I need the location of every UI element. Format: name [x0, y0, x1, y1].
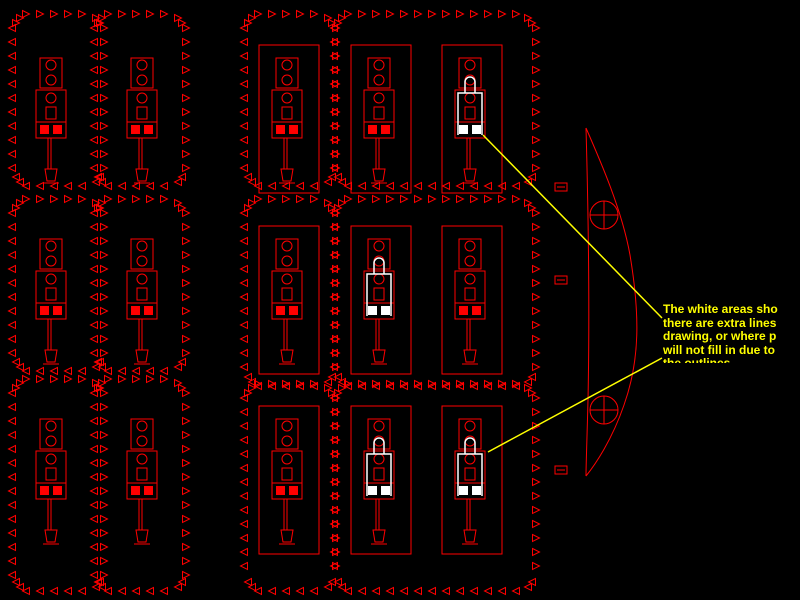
- unit-r1-c3[interactable]: [350, 225, 412, 375]
- unit-r2-c4[interactable]: [441, 405, 503, 555]
- unit-r0-c2[interactable]: [258, 44, 320, 194]
- arch-right-curve: [585, 127, 638, 477]
- zone-outline: [89, 194, 191, 376]
- crosshair-circle-icon: [589, 200, 619, 230]
- curved-arch-outline: [554, 127, 638, 477]
- unit-r2-c1[interactable]: [126, 418, 158, 545]
- zone-outline: [329, 194, 541, 391]
- small-marker-icon: [554, 465, 568, 475]
- zone-outline: [239, 9, 341, 191]
- unit-r2-c0[interactable]: [35, 418, 67, 545]
- unit-r1-c0[interactable]: [35, 238, 67, 365]
- unit-r1-c2[interactable]: [258, 225, 320, 375]
- unit-r2-c2[interactable]: [258, 405, 320, 555]
- unit-r0-c4[interactable]: [441, 44, 503, 194]
- leader-line-upper: [482, 134, 663, 319]
- zone-outline: [329, 379, 541, 596]
- unit-r2-c3[interactable]: [350, 405, 412, 555]
- small-marker-icon: [554, 182, 568, 192]
- crosshair-circle-icon: [589, 395, 619, 425]
- unit-r1-c4[interactable]: [441, 225, 503, 375]
- zone-outline: [239, 194, 341, 391]
- annotation-leaders: [482, 134, 663, 453]
- unit-r0-c3[interactable]: [350, 44, 412, 194]
- zone-outline: [7, 194, 109, 376]
- zone-outline: [89, 374, 191, 596]
- zone-outline: [7, 9, 109, 191]
- small-marker-icon: [554, 275, 568, 285]
- unit-r1-c1[interactable]: [126, 238, 158, 365]
- zone-outline: [7, 374, 109, 596]
- zone-outline: [89, 9, 191, 191]
- zone-outline: [329, 9, 541, 191]
- unit-r0-c0[interactable]: [35, 57, 67, 184]
- leader-line-lower: [487, 357, 663, 453]
- zone-outline: [239, 379, 341, 596]
- unit-r0-c1[interactable]: [126, 57, 158, 184]
- fixture-units: [35, 44, 503, 555]
- arch-left-curve: [585, 127, 590, 477]
- dashed-zone-outlines: [7, 9, 541, 596]
